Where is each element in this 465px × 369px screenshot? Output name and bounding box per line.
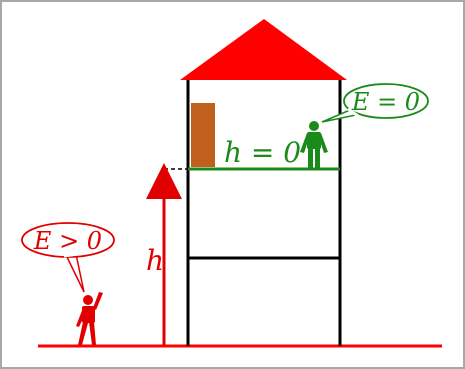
energy-ground-label: E > 0 xyxy=(33,227,102,255)
height-arrow-label: h xyxy=(146,244,164,277)
person-standing-icon xyxy=(300,121,328,168)
door xyxy=(191,103,215,167)
height-top-label: h = 0 xyxy=(224,136,301,169)
person-waving-icon xyxy=(76,292,103,345)
house-roof xyxy=(180,19,347,80)
speech-bubble-top: E = 0 xyxy=(321,83,429,123)
energy-top-label: E = 0 xyxy=(351,88,420,116)
speech-bubble-ground: E > 0 xyxy=(21,222,115,293)
